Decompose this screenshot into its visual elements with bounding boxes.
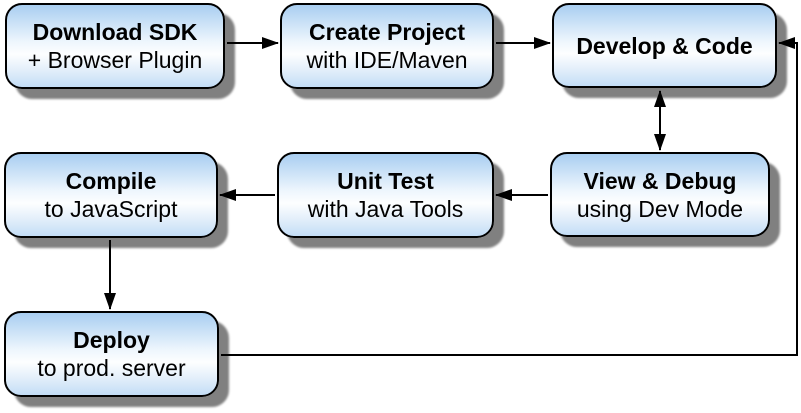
node-title: Download SDK bbox=[32, 19, 198, 45]
node-subtitle: to prod. server bbox=[37, 355, 186, 381]
node-title: Compile bbox=[65, 168, 157, 194]
node-download-sdk: Download SDK + Browser Plugin bbox=[5, 3, 225, 89]
node-subtitle: using Dev Mode bbox=[576, 195, 744, 222]
node-title: View & Debug bbox=[583, 167, 737, 194]
node-subtitle: + Browser Plugin bbox=[27, 47, 203, 73]
node-title: Develop & Code bbox=[576, 32, 753, 59]
node-view-debug: View & Debug using Dev Mode bbox=[550, 152, 770, 237]
node-title: Unit Test bbox=[337, 168, 434, 194]
node-title: Deploy bbox=[73, 327, 150, 353]
node-deploy: Deploy to prod. server bbox=[4, 311, 219, 397]
node-create-project: Create Project with IDE/Maven bbox=[280, 3, 494, 89]
node-subtitle: with Java Tools bbox=[307, 196, 464, 222]
node-develop-code: Develop & Code bbox=[552, 3, 777, 88]
node-title: Create Project bbox=[309, 19, 465, 45]
node-unit-test: Unit Test with Java Tools bbox=[277, 152, 494, 238]
node-subtitle: to JavaScript bbox=[44, 196, 178, 222]
node-subtitle: with IDE/Maven bbox=[306, 47, 468, 73]
node-compile: Compile to JavaScript bbox=[4, 152, 218, 238]
